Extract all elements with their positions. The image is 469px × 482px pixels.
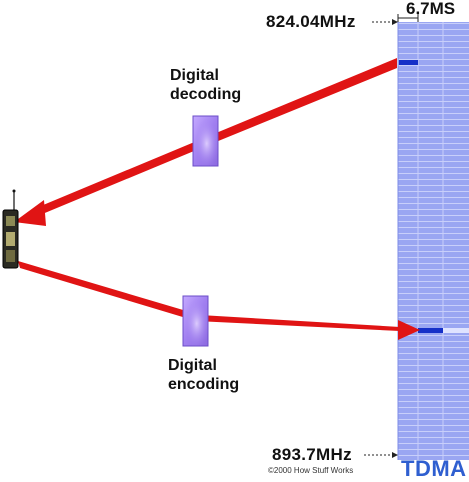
copyright-notice: ©2000 How Stuff Works [268,466,354,475]
encoding-label-line2: encoding [168,376,240,393]
top-frequency-label: 824.04MHz [266,12,356,31]
decoding-box [192,115,219,167]
top-frequency-leader [372,19,398,25]
decoding-label-line1: Digital [170,67,219,84]
bottom-frequency-label: 893.7MHz [272,445,352,464]
uplink-arrow [18,261,420,340]
tdma-channel-grid [397,22,469,460]
channel-grid-background [398,22,469,460]
encoding-label-line1: Digital [168,357,217,374]
slot-width-marker [397,14,419,22]
slot-width-label: 6.7MS [406,0,456,18]
encoding-box [182,295,209,347]
uplink-slot-trail [443,328,469,333]
active-slot-downlink [399,60,418,65]
active-slot-uplink [418,328,443,333]
bottom-frequency-leader [364,452,398,458]
decoding-label: Digital decoding [170,66,241,104]
tdma-label: TDMA [401,456,467,481]
decoding-label-line2: decoding [170,86,242,103]
encoding-label: Digital encoding [168,356,239,394]
cell-phone-icon [2,189,19,269]
